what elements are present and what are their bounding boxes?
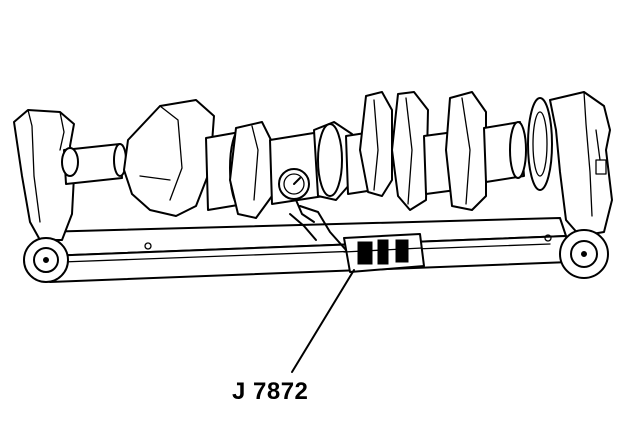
v-block-stand bbox=[13, 91, 613, 283]
tool-callout-label: J 7872 bbox=[232, 378, 309, 405]
magnetic-base bbox=[343, 233, 425, 273]
callout-leader-line bbox=[291, 269, 355, 373]
crankshaft bbox=[61, 91, 553, 219]
